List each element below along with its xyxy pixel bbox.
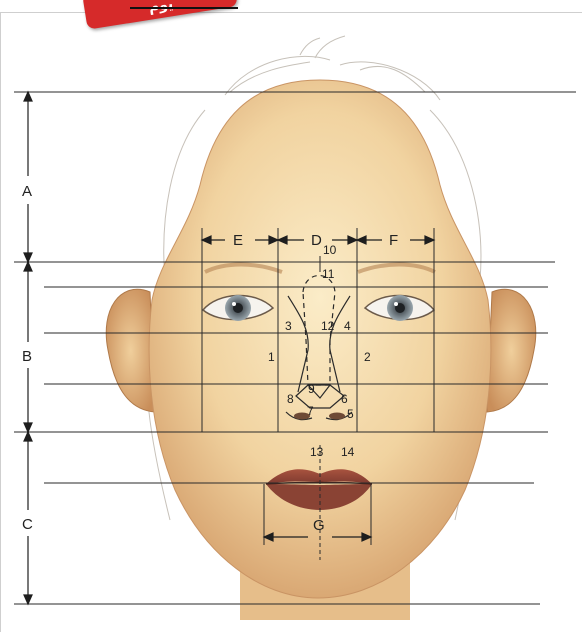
label-section-c: C — [22, 516, 33, 533]
landmark-12: 12 — [321, 319, 335, 333]
landmark-9: 9 — [308, 382, 315, 396]
landmark-2: 2 — [364, 350, 371, 364]
landmark-13: 13 — [310, 445, 324, 459]
landmark-3: 3 — [285, 319, 292, 333]
landmark-7: 7 — [307, 404, 314, 418]
landmark-5: 5 — [347, 407, 354, 421]
landmark-4: 4 — [344, 319, 351, 333]
left-ear — [106, 289, 155, 412]
landmark-11: 11 — [322, 267, 335, 281]
landmark-14: 14 — [341, 445, 355, 459]
landmark-10: 10 — [323, 243, 337, 257]
label-section-a: A — [22, 183, 32, 200]
right-ear — [487, 289, 536, 412]
landmark-6: 6 — [341, 392, 348, 406]
label-span-g: G — [313, 517, 325, 534]
label-section-b: B — [22, 348, 32, 365]
landmark-1: 1 — [268, 350, 275, 364]
landmark-8: 8 — [287, 392, 294, 406]
label-span-f: F — [389, 232, 398, 249]
label-span-e: E — [233, 232, 243, 249]
label-span-d: D — [311, 232, 322, 249]
right-nostril — [329, 413, 345, 420]
